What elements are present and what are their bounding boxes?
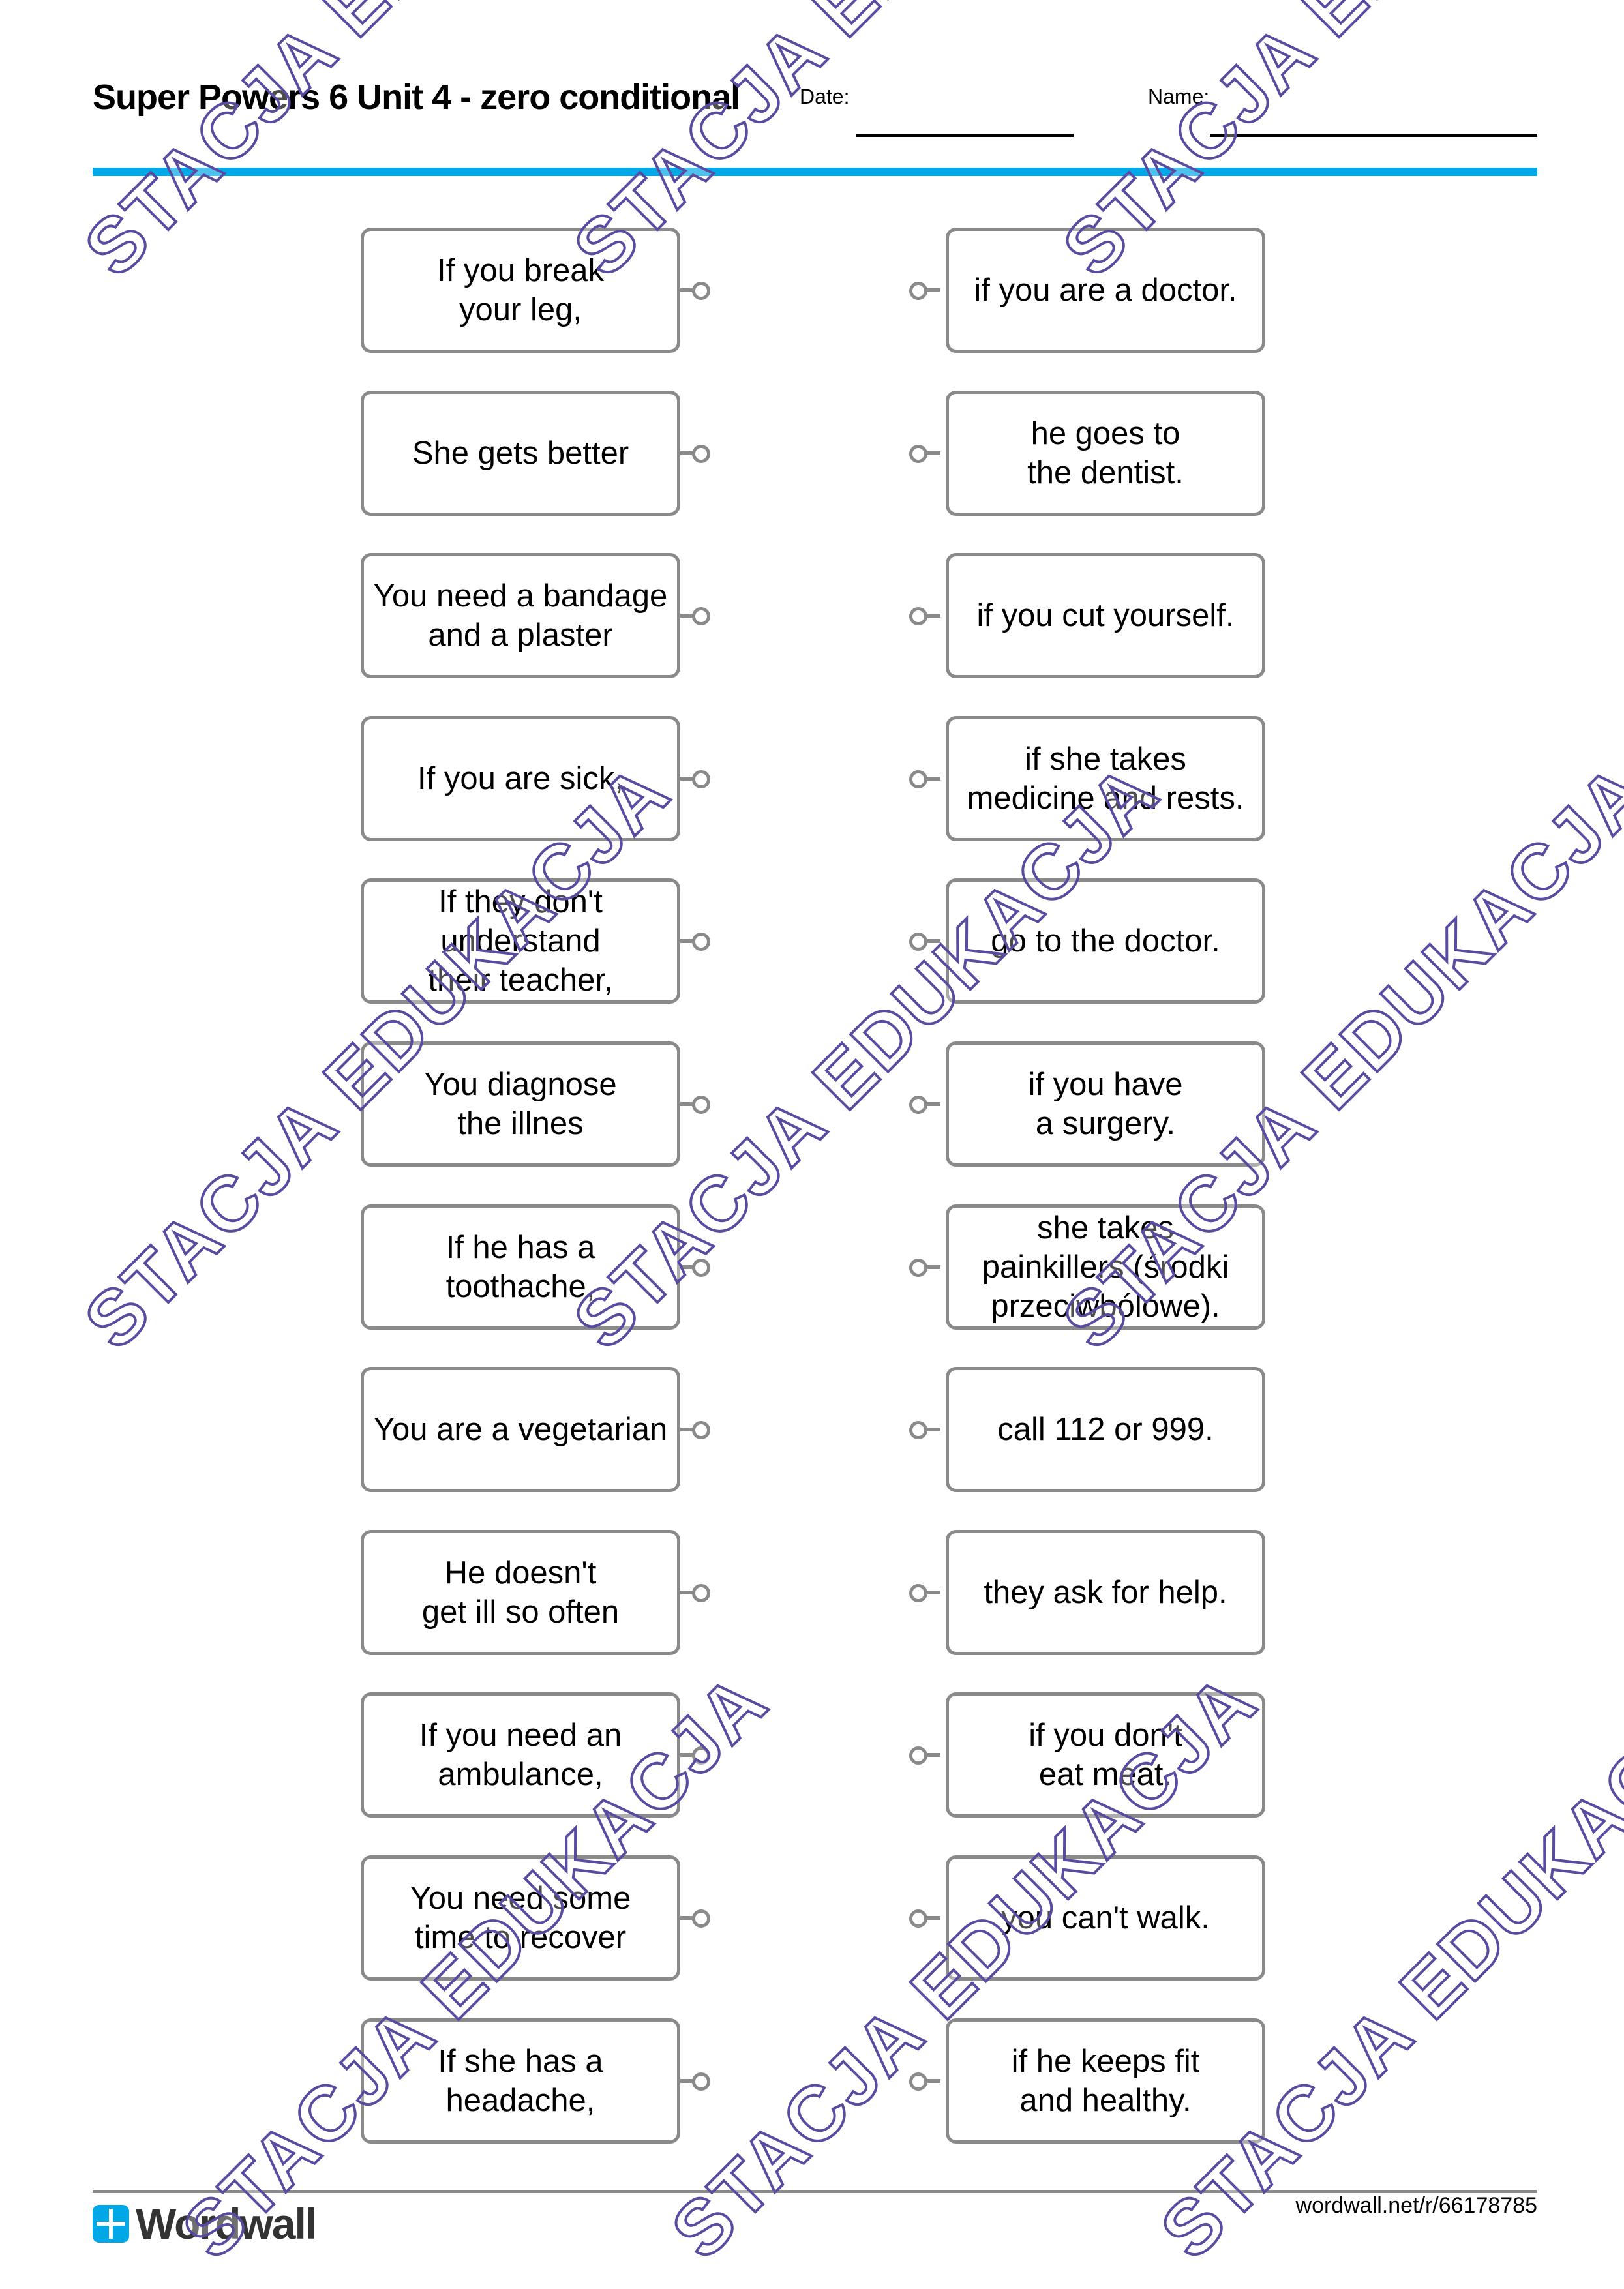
right-connector[interactable]: [909, 1094, 940, 1114]
left-card[interactable]: He doesn't get ill so often: [361, 1530, 680, 1655]
left-card[interactable]: You need some time to recover: [361, 1855, 680, 1981]
right-connector[interactable]: [909, 1745, 940, 1765]
right-connector[interactable]: [909, 1908, 940, 1928]
right-card[interactable]: if you don't eat meat.: [946, 1692, 1265, 1818]
date-label: Date:: [800, 85, 850, 108]
left-connector[interactable]: [680, 280, 712, 300]
right-connector[interactable]: [909, 1420, 940, 1439]
left-connector[interactable]: [680, 443, 712, 463]
left-card-text: If you are sick,: [417, 761, 624, 796]
right-card[interactable]: if you cut yourself.: [946, 553, 1265, 678]
left-card-text: You need some time to recover: [410, 1881, 631, 1955]
left-connector[interactable]: [680, 1583, 712, 1602]
right-connector[interactable]: [909, 280, 940, 300]
left-connector[interactable]: [680, 1745, 712, 1765]
left-connector[interactable]: [680, 606, 712, 625]
left-connector[interactable]: [680, 1420, 712, 1439]
left-card-text: If you break your leg,: [436, 253, 605, 327]
right-card[interactable]: you can't walk.: [946, 1855, 1265, 1981]
right-card[interactable]: if you have a surgery.: [946, 1041, 1265, 1167]
name-label: Name:: [1148, 85, 1210, 108]
left-connector[interactable]: [680, 931, 712, 951]
right-connector[interactable]: [909, 443, 940, 463]
date-line[interactable]: [856, 134, 1074, 137]
left-card-text: You are a vegetarian: [373, 1412, 668, 1447]
right-card-text: he goes to the dentist.: [1027, 416, 1184, 490]
right-card-text: call 112 or 999.: [997, 1412, 1214, 1447]
left-card[interactable]: She gets better: [361, 391, 680, 516]
left-card[interactable]: If they don't understand their teacher,: [361, 878, 680, 1004]
right-card[interactable]: he goes to the dentist.: [946, 391, 1265, 516]
logo-text: Wordwall: [136, 2200, 317, 2248]
left-card[interactable]: If he has a toothache,: [361, 1204, 680, 1330]
right-card[interactable]: if she takes medicine and rests.: [946, 716, 1265, 841]
right-connector[interactable]: [909, 931, 940, 951]
right-card-text: you can't walk.: [1001, 1900, 1210, 1936]
left-card-text: If you need an ambulance,: [419, 1718, 622, 1792]
right-card[interactable]: go to the doctor.: [946, 878, 1265, 1004]
left-card-text: If they don't understand their teacher,: [428, 884, 613, 998]
left-connector[interactable]: [680, 1257, 712, 1277]
worksheet-title: Super Powers 6 Unit 4 - zero conditional: [93, 78, 740, 117]
right-card[interactable]: she takes painkillers (środki przeciwból…: [946, 1204, 1265, 1330]
right-connector[interactable]: [909, 1583, 940, 1602]
right-card-text: if you don't eat meat.: [1029, 1718, 1182, 1792]
left-card[interactable]: You need a bandage and a plaster: [361, 553, 680, 678]
left-card[interactable]: If you are sick,: [361, 716, 680, 841]
right-connector[interactable]: [909, 1257, 940, 1277]
right-card[interactable]: they ask for help.: [946, 1530, 1265, 1655]
right-card-text: she takes painkillers (środki przeciwból…: [982, 1210, 1229, 1324]
wordwall-logo: Wordwall: [93, 2200, 317, 2248]
name-line[interactable]: [1210, 134, 1537, 137]
left-card-text: If she has a headache,: [438, 2044, 603, 2118]
right-card-text: they ask for help.: [984, 1575, 1227, 1610]
right-card[interactable]: call 112 or 999.: [946, 1367, 1265, 1492]
left-card-text: She gets better: [412, 436, 629, 471]
left-card-text: If he has a toothache,: [445, 1230, 595, 1304]
header-divider: [93, 168, 1537, 176]
left-card[interactable]: You diagnose the illnes: [361, 1041, 680, 1167]
left-card[interactable]: You are a vegetarian: [361, 1367, 680, 1492]
right-card-text: if you are a doctor.: [974, 273, 1237, 308]
right-connector[interactable]: [909, 769, 940, 788]
left-card[interactable]: If you need an ambulance,: [361, 1692, 680, 1818]
right-card[interactable]: if you are a doctor.: [946, 228, 1265, 353]
right-card[interactable]: if he keeps fit and healthy.: [946, 2018, 1265, 2144]
left-card-text: You diagnose the illnes: [424, 1067, 617, 1141]
right-card-text: go to the doctor.: [991, 923, 1220, 959]
right-card-text: if you cut yourself.: [976, 598, 1235, 633]
right-connector[interactable]: [909, 2071, 940, 2091]
right-card-text: if she takes medicine and rests.: [967, 741, 1244, 816]
right-card-text: if you have a surgery.: [1028, 1067, 1183, 1141]
left-connector[interactable]: [680, 769, 712, 788]
left-card-text: He doesn't get ill so often: [421, 1555, 620, 1630]
left-card[interactable]: If she has a headache,: [361, 2018, 680, 2144]
right-card-text: if he keeps fit and healthy.: [1011, 2044, 1200, 2118]
right-connector[interactable]: [909, 606, 940, 625]
footer-divider: [93, 2190, 1537, 2193]
left-card-text: You need a bandage and a plaster: [373, 578, 668, 653]
left-connector[interactable]: [680, 2071, 712, 2091]
left-connector[interactable]: [680, 1908, 712, 1928]
left-card[interactable]: If you break your leg,: [361, 228, 680, 353]
activity-url[interactable]: wordwall.net/r/66178785: [1295, 2193, 1537, 2218]
wordwall-logo-icon: [93, 2205, 129, 2243]
left-connector[interactable]: [680, 1094, 712, 1114]
